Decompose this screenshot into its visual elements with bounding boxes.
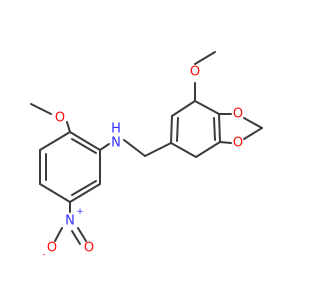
bond — [71, 180, 97, 196]
bond — [71, 230, 81, 245]
bond — [71, 138, 97, 154]
atom-label-oxygen: O — [47, 241, 57, 256]
bond — [243, 127, 263, 140]
atom-label-nitro-nitrogen: N — [65, 214, 75, 229]
atom-label-oxygen: O — [55, 111, 65, 126]
bond — [39, 131, 71, 151]
bond — [69, 183, 101, 203]
atom-label-oxygen: O — [233, 136, 243, 151]
molecule-structure: O O O O N H N + O - O — [30, 51, 263, 261]
bond — [213, 117, 216, 141]
charge-label-negative: - — [42, 250, 45, 260]
bond — [171, 100, 196, 117]
bond — [66, 121, 71, 133]
atom-label-hydrogen: H — [111, 122, 121, 137]
atom-label-nitrogen: N — [111, 136, 121, 151]
bond — [243, 117, 263, 129]
bond — [39, 183, 71, 203]
bond — [195, 141, 221, 158]
atom-label-oxygen: O — [84, 241, 94, 256]
bond — [123, 139, 146, 157]
bond-layer — [30, 51, 263, 245]
bond — [194, 51, 216, 65]
bond — [218, 113, 221, 143]
bond — [194, 100, 220, 115]
bond — [54, 227, 63, 242]
bond — [99, 143, 110, 151]
atom-label-oxygen: O — [190, 65, 200, 80]
bond — [30, 103, 52, 115]
atom-label-layer: O O O O N H N + O - O — [42, 65, 243, 261]
bond — [170, 142, 197, 158]
bond — [170, 115, 173, 144]
bond — [219, 141, 232, 144]
bond — [144, 142, 172, 157]
atom-label-oxygen: O — [233, 107, 243, 122]
bond — [69, 131, 101, 151]
bond — [176, 117, 179, 142]
bond — [77, 227, 87, 242]
charge-label-positive: + — [76, 207, 84, 217]
